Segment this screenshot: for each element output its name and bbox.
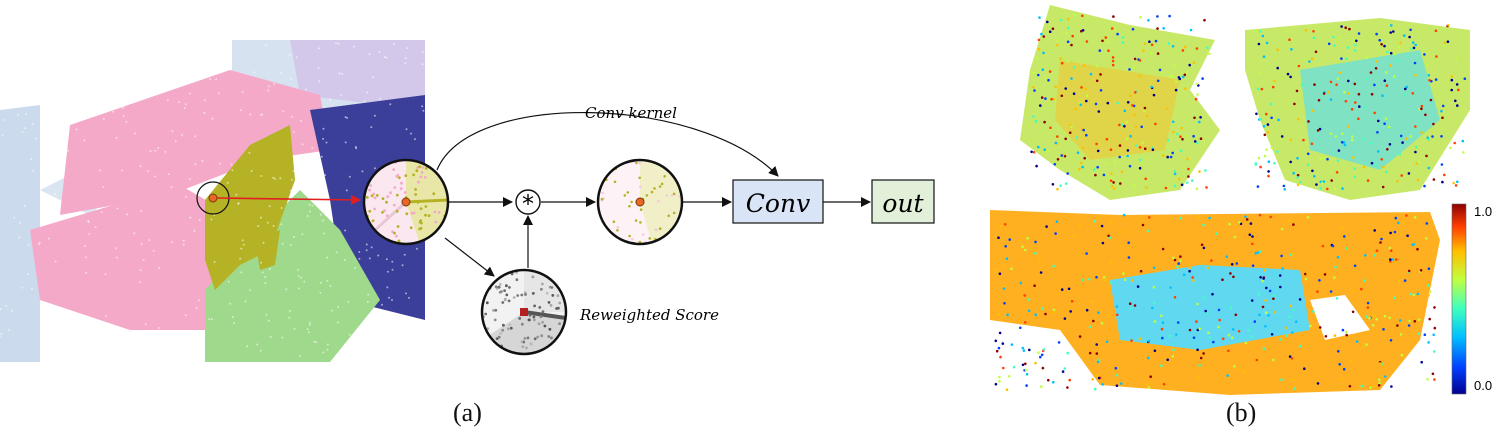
conv-kernel-arrow: [436, 111, 779, 177]
score-point: [520, 308, 528, 316]
heatmap-top-right: [1245, 18, 1470, 200]
point-speckle: [0, 39, 425, 363]
zoom-circle-input: [362, 158, 450, 246]
zoom-arrow: [216, 194, 361, 205]
reweighted-score-label: Reweighted Score: [579, 306, 719, 324]
conv-kernel-label: Conv kernel: [585, 104, 677, 122]
zoom-circle-weighted: [596, 158, 684, 246]
out-label: out: [882, 189, 924, 218]
point-cloud-scene: [0, 39, 425, 363]
heatmap-bottom: [990, 210, 1440, 395]
zoom-circle-score: [480, 268, 568, 356]
arrow-to-score: [444, 237, 495, 277]
operator-symbol: *: [522, 190, 534, 218]
out-box: out: [871, 179, 935, 224]
multiply-operator: *: [515, 189, 541, 218]
heatmap-cells: [994, 213, 1437, 392]
caption-a: (a): [453, 398, 482, 427]
colorbar-min-label: 0.0: [1474, 378, 1492, 393]
colorbar: 1.0 0.0: [1451, 203, 1492, 395]
query-point: [208, 193, 218, 203]
caption-b: (b): [1226, 398, 1257, 427]
colorbar-max-label: 1.0: [1474, 204, 1492, 219]
heatmap-top-left: [1020, 5, 1220, 200]
heatmap-cells: [1254, 23, 1467, 191]
heatmap-cells: [1030, 13, 1211, 191]
conv-label: Conv: [746, 189, 810, 218]
conv-box: Conv: [732, 179, 824, 224]
